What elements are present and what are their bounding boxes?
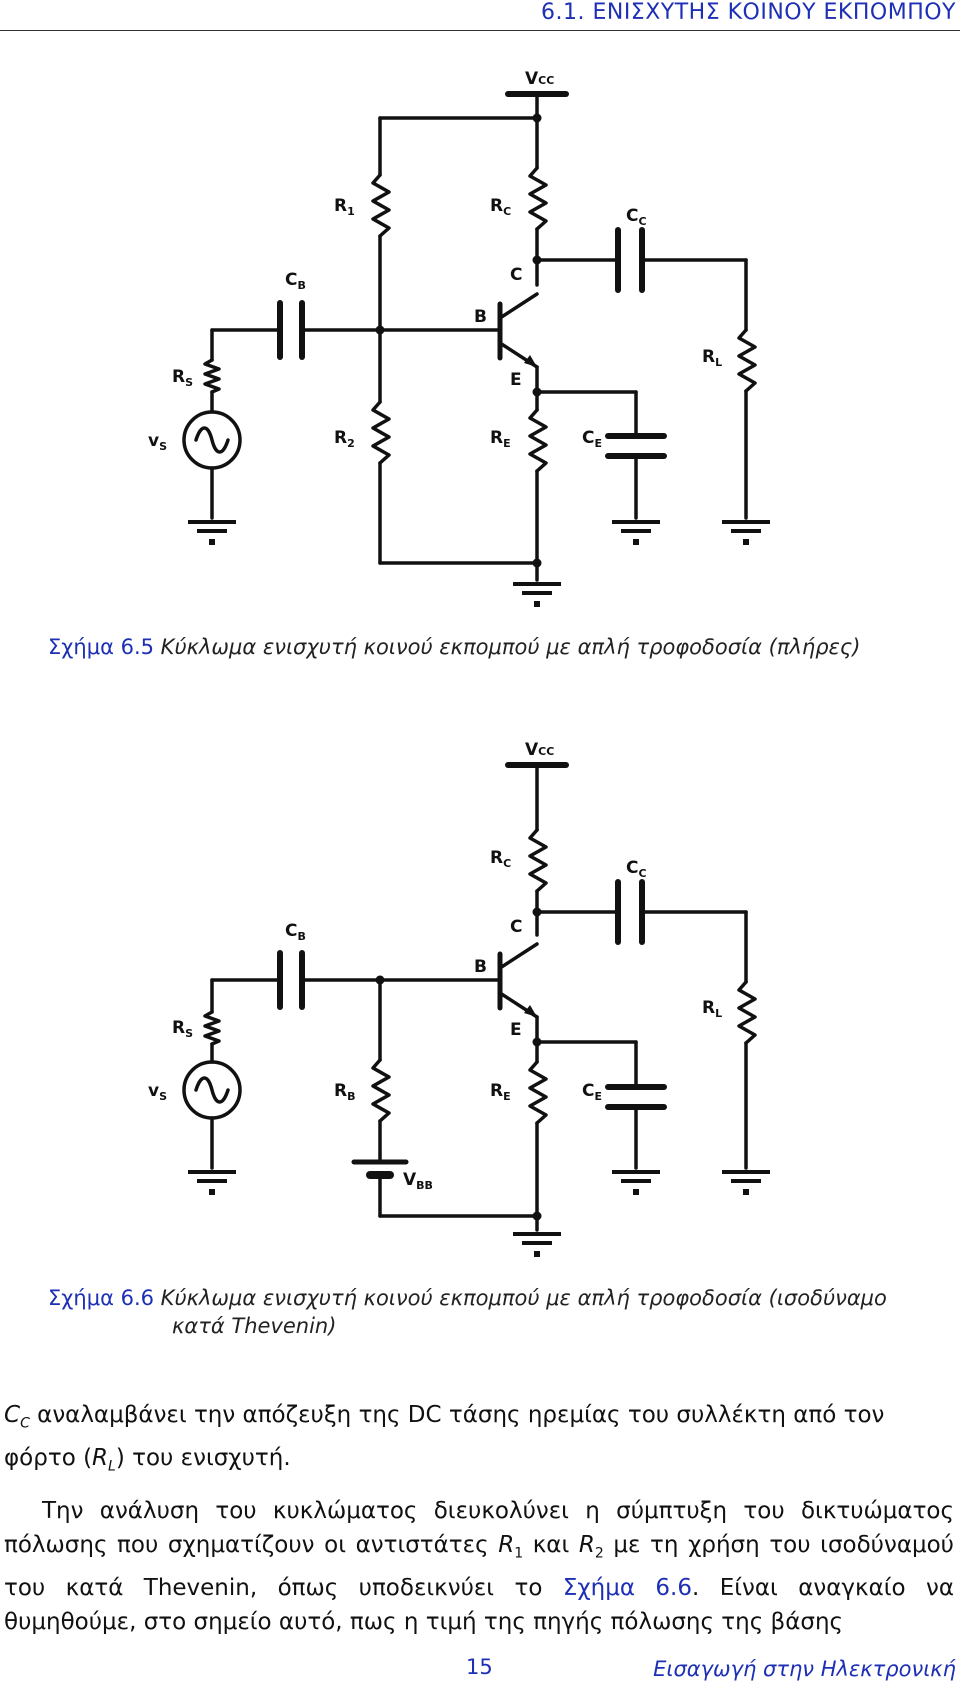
figure-caption-text: Κύκλωμα ενισχυτή κοινού εκπομπού με απλή… [160, 1286, 887, 1310]
svg-text:CB: CB [285, 921, 306, 943]
symbol-r2: R [578, 1532, 595, 1558]
label-base: B [474, 307, 487, 327]
page-number: 15 [466, 1655, 493, 1679]
figure-label: Σχήμα 6.5 [48, 635, 154, 659]
figure-caption-continuation: κατά Thevenin) [172, 1314, 337, 1338]
symbol-rl: R [92, 1444, 109, 1471]
svg-text:vS: vS [148, 431, 167, 453]
svg-text:VCC: VCC [525, 740, 554, 760]
label-re-2: R [490, 1081, 503, 1101]
figure-caption-6-6: Σχήμα 6.6 Κύκλωμα ενισχυτή κοινού εκπομπ… [48, 1284, 887, 1313]
label-cb-2: C [285, 921, 297, 941]
label-base-2: B [474, 957, 487, 977]
svg-text:RL: RL [702, 998, 722, 1020]
label-rb: R [334, 1081, 347, 1101]
label-vbb: V [403, 1170, 417, 1190]
section-title: 6.1. ΕΝΙΣΧΥΤΗΣ ΚΟΙΝΟΥ ΕΚΠΟΜΠΟΥ [540, 0, 956, 25]
label-re: R [490, 428, 503, 448]
label-r1: R [334, 196, 347, 216]
label-cc: C [626, 206, 638, 226]
label-cb: C [285, 270, 297, 290]
svg-text:R2: R2 [334, 428, 355, 450]
page-header: 6.1. ΕΝΙΣΧΥΤΗΣ ΚΟΙΝΟΥ ΕΚΠΟΜΠΟΥ [0, 0, 960, 31]
label-collector: C [510, 265, 522, 285]
label-rc: R [490, 196, 503, 216]
svg-text:VBB: VBB [403, 1170, 433, 1192]
svg-text:vS: vS [148, 1081, 167, 1103]
svg-text:RC: RC [490, 848, 511, 870]
figure-reference-link[interactable]: Σχήμα 6.6 [562, 1574, 693, 1601]
svg-text:CE: CE [582, 1081, 602, 1103]
label-collector-2: C [510, 917, 522, 937]
svg-text:RS: RS [172, 1018, 193, 1040]
paragraph-1: CC αναλαμβάνει την απόζευξη της DC τάσης… [4, 1402, 885, 1475]
svg-text:CC: CC [626, 858, 647, 880]
label-vs-2: v [148, 1081, 159, 1101]
book-title: Εισαγωγή στην Ηλεκτρονική [653, 1657, 956, 1681]
svg-text:VCC: VCC [525, 69, 554, 89]
label-rc-2: R [490, 848, 503, 868]
svg-text:RS: RS [172, 367, 193, 389]
svg-text:R1: R1 [334, 196, 355, 218]
figure-caption-text: Κύκλωμα ενισχυτή κοινού εκπομπού με απλή… [160, 635, 861, 659]
paragraph-2: Την ανάλυση του κυκλώματος διευκολύνει η… [4, 1498, 955, 1635]
svg-text:RE: RE [490, 428, 511, 450]
label-rs-2: R [172, 1018, 185, 1038]
label-rl: R [702, 347, 715, 367]
label-vs: v [148, 431, 159, 451]
circuit-diagram-fig-6-6: VCC RC CC CB C B RL RS E vS RB RE CE VBB [148, 740, 770, 1257]
label-emitter-2: E [510, 1020, 522, 1040]
symbol-r1: R [498, 1532, 515, 1558]
label-rl-2: R [702, 998, 715, 1018]
svg-text:RL: RL [702, 347, 722, 369]
svg-text:RB: RB [334, 1081, 355, 1103]
label-ce-2: C [582, 1081, 594, 1101]
label-vcc: V [525, 69, 539, 89]
label-rs: R [172, 367, 185, 387]
svg-text:CB: CB [285, 270, 306, 292]
figure-caption-6-5: Σχήμα 6.5 Κύκλωμα ενισχυτή κοινού εκπομπ… [48, 633, 860, 662]
svg-text:CC: CC [626, 206, 647, 228]
svg-text:RC: RC [490, 196, 511, 218]
label-cc-2: C [626, 858, 638, 878]
circuit-diagram-fig-6-5: VCC R1 RC CC CB C B RL RS E vS R2 RE CE [148, 69, 770, 607]
symbol-cc: C [4, 1402, 21, 1428]
svg-text:CE: CE [582, 428, 602, 450]
label-ce: C [582, 428, 594, 448]
label-emitter: E [510, 370, 522, 390]
label-vcc-2: V [525, 740, 539, 760]
label-r2: R [334, 428, 347, 448]
figure-label: Σχήμα 6.6 [48, 1286, 154, 1310]
svg-text:RE: RE [490, 1081, 511, 1103]
